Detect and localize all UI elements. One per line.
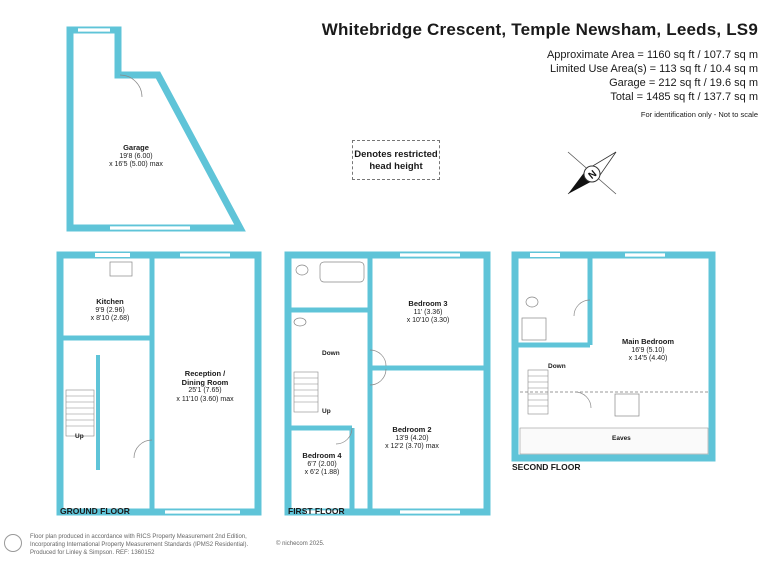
garage-dim2: x 16'5 (5.00) max	[109, 161, 163, 168]
room-label-main-bedroom: Main Bedroom 16'9 (5.10) x 14'5 (4.40)	[621, 337, 675, 364]
room-label-garage: Garage 19'8 (6.00) x 16'5 (5.00) max	[109, 143, 163, 170]
footer-line-3: Produced for Linley & Simpson. REF: 1360…	[30, 550, 155, 556]
main-bedroom-dim2: x 14'5 (4.40)	[628, 355, 668, 362]
second-floor-label: SECOND FLOOR	[512, 462, 581, 472]
reception-dim2: x 11'10 (3.60) max	[176, 395, 234, 403]
eaves-label: Eaves	[612, 435, 631, 442]
bedroom3-dim1: 11' (3.36)	[413, 308, 443, 316]
footer-text: Floor plan produced in accordance with R…	[30, 533, 248, 557]
limited-use-area: Limited Use Area(s) = 113 sq ft / 10.4 s…	[550, 63, 758, 75]
footer-copyright: © nichecom 2025.	[276, 541, 325, 547]
room-label-bedroom4: Bedroom 4 6'7 (2.00) x 6'2 (1.88)	[302, 451, 342, 478]
legend-line-1: Denotes restricted	[354, 149, 438, 160]
second-floor-walls	[511, 251, 716, 462]
stairs-up-first: Up	[322, 408, 331, 415]
footer-line-1: Floor plan produced in accordance with R…	[30, 534, 247, 540]
bedroom4-dim1: 6'7 (2.00)	[307, 460, 337, 468]
kitchen-name: Kitchen	[96, 297, 124, 306]
garage-dim1: 19'8 (6.00)	[119, 152, 153, 160]
scale-note: For identification only - Not to scale	[640, 110, 758, 119]
kitchen-dim2: x 8'10 (2.68)	[90, 315, 130, 322]
garage-name: Garage	[123, 143, 149, 152]
stairs-down-second: Down	[548, 363, 566, 370]
room-label-bedroom3: Bedroom 3 11' (3.36) x 10'10 (3.30)	[406, 299, 450, 326]
reception-name-2: Dining Room	[181, 377, 229, 387]
ground-floor-label: GROUND FLOOR	[60, 506, 130, 516]
legend-line-2: head height	[369, 161, 423, 172]
kitchen-dim1: 9'9 (2.96)	[95, 306, 125, 314]
footer-line-2: Incorporating International Property Mea…	[30, 542, 249, 548]
room-label-kitchen: Kitchen 9'9 (2.96) x 8'10 (2.68)	[90, 297, 130, 324]
bedroom2-name: Bedroom 2	[392, 425, 432, 434]
bedroom2-dim1: 13'9 (4.20)	[395, 434, 429, 442]
bedroom3-dim2: x 10'10 (3.30)	[406, 317, 450, 324]
main-bedroom-dim1: 16'9 (5.10)	[631, 346, 665, 354]
room-label-reception: Reception / Dining Room 25'1 (7.65) x 11…	[176, 369, 234, 404]
first-floor-label: FIRST FLOOR	[288, 506, 345, 516]
total-area: Total = 1485 sq ft / 137.7 sq m	[610, 91, 758, 103]
page-title: Whitebridge Crescent, Temple Newsham, Le…	[321, 20, 758, 39]
bedroom4-name: Bedroom 4	[302, 451, 342, 460]
area-summary: Approximate Area = 1160 sq ft / 107.7 sq…	[547, 48, 758, 122]
bedroom2-dim2: x 12'2 (3.70) max	[385, 443, 439, 450]
bedroom4-dim2: x 6'2 (1.88)	[304, 469, 340, 476]
bedroom3-name: Bedroom 3	[408, 299, 448, 308]
reception-dim1: 25'1 (7.65)	[188, 387, 222, 394]
room-label-bedroom2: Bedroom 2 13'9 (4.20) x 12'2 (3.70) max	[385, 425, 439, 452]
compass-icon: N	[567, 151, 617, 195]
stairs-up-ground: Up	[75, 433, 84, 440]
approximate-area: Approximate Area = 1160 sq ft / 107.7 sq…	[546, 49, 758, 61]
footer-logo-icon	[4, 534, 22, 552]
reception-name: Reception /	[184, 369, 226, 378]
main-bedroom-name: Main Bedroom	[621, 337, 675, 346]
restricted-height-legend: Denotes restricted head height	[352, 140, 440, 180]
stairs-down-first: Down	[322, 350, 340, 357]
garage-area: Garage = 212 sq ft / 19.6 sq m	[609, 77, 758, 89]
garage-walls	[66, 26, 246, 232]
